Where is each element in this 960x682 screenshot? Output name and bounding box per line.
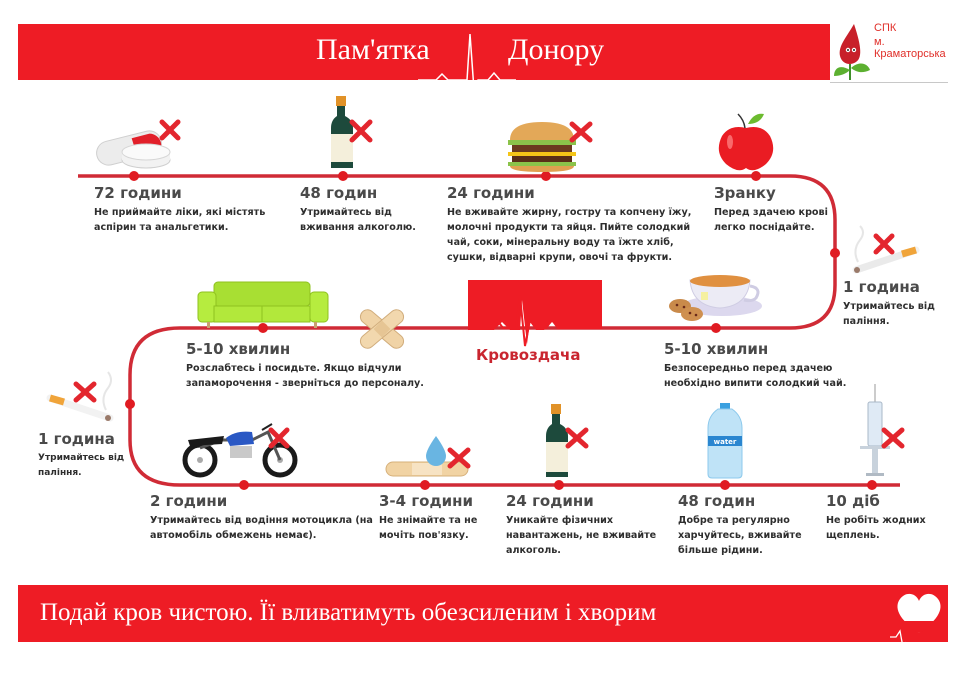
step-desc: Безпосередньо перед здачею необхідно вип… (664, 363, 847, 389)
forbidden-cross-icon (447, 447, 471, 469)
step-desc: Добре та регулярно харчуйтесь, вживайте … (678, 515, 802, 556)
step-title: 5-10 хвилин (664, 340, 769, 358)
donation-label: Кровоздача (476, 346, 581, 364)
syringe-icon (860, 384, 890, 476)
logo-line-2: м. Краматорська (874, 36, 946, 60)
forbidden-cross-icon (569, 121, 593, 143)
tea-cup-icon (669, 275, 762, 321)
svg-text:water: water (714, 438, 737, 446)
forbidden-cross-icon (873, 233, 895, 255)
step-48-hours: 48 годин Утримайтесь від вживання алкого… (300, 184, 440, 235)
page-title-left: Пам'ятка (316, 33, 430, 66)
step-title: Зранку (714, 184, 776, 202)
logo-line-1: СПК (874, 22, 897, 34)
step-10-days-after: 10 діб Не робіть жодних щеплень. (826, 492, 956, 543)
cigarette-icon (852, 225, 920, 274)
step-title: 3-4 години (379, 492, 473, 510)
heart-icon (890, 585, 948, 654)
step-desc: Розслабтесь і посидьте. Якщо відчули зап… (186, 363, 424, 389)
header-banner: Пам'ятка Донору (18, 24, 830, 91)
step-desc: Уникайте фізичних навантажень, не вживай… (506, 515, 657, 556)
forbidden-cross-icon (268, 427, 290, 449)
pills-icon (96, 130, 171, 169)
water-bottle-icon: water (707, 403, 743, 479)
bandage-water-icon (385, 436, 469, 477)
step-24-hours: 24 години Не вживайте жирну, гостру та к… (447, 184, 703, 265)
step-desc: Утримайтесь від водіння мотоцикла (на ав… (150, 515, 373, 541)
step-title: 48 годин (300, 184, 378, 202)
forbidden-cross-icon (349, 119, 373, 143)
footer-slogan: Подай кров чистою. Її вливатимуть обезси… (40, 599, 657, 626)
step-desc: Утримайтесь від паління. (843, 301, 935, 327)
forbidden-cross-icon (565, 427, 589, 449)
step-morning: Зранку Перед здачею крові легко поснідай… (714, 184, 832, 235)
step-desc: Не вживайте жирну, гостру та копчену їжу… (447, 207, 692, 263)
step-5-10-min-before: 5-10 хвилин Безпосередньо перед здачею н… (664, 340, 864, 391)
apple-icon (718, 113, 774, 171)
page-title-right: Донору (508, 33, 605, 66)
step-1-hour-before: 1 година Утримайтесь від паління. (843, 278, 953, 329)
timeline-path (78, 174, 900, 487)
burger-icon (508, 122, 576, 172)
step-title: 5-10 хвилин (186, 340, 291, 358)
step-5-10-min-after: 5-10 хвилин Розслабтесь і посидьте. Якщо… (186, 340, 436, 391)
pulse-line-icon (418, 33, 516, 91)
step-3-4-hours-after: 3-4 години Не знімайте та не мочіть пов'… (379, 492, 487, 543)
step-title: 48 годин (678, 492, 756, 510)
step-title: 72 години (94, 184, 182, 202)
step-desc: Утримайтесь від паління. (38, 453, 125, 478)
step-title: 1 година (843, 278, 920, 296)
forbidden-cross-icon (73, 381, 97, 403)
step-title: 1 година (38, 430, 115, 448)
blood-drop-flower-icon (834, 24, 870, 80)
step-72-hours: 72 години Не приймайте ліки, які містять… (94, 184, 294, 235)
crossed-plasters-icon (359, 309, 405, 349)
step-desc: Перед здачею крові легко поснідайте. (714, 207, 828, 233)
motorcycle-icon (182, 423, 298, 478)
step-1-hour-after: 1 година Утримайтесь від паління. (38, 430, 128, 481)
organization-logo: СПК м. Краматорська (830, 18, 948, 83)
wine-bottle-icon (546, 404, 568, 477)
step-title: 24 години (506, 492, 594, 510)
step-48-hours-after: 48 годин Добре та регулярно харчуйтесь, … (678, 492, 812, 558)
cigarette-icon (46, 371, 114, 422)
step-2-hours-after: 2 години Утримайтесь від водіння мотоцик… (150, 492, 378, 543)
step-24-hours-after: 24 години Уникайте фізичних навантажень,… (506, 492, 666, 558)
timeline-dots (125, 171, 877, 490)
sofa-icon (197, 281, 329, 328)
step-title: 24 години (447, 184, 535, 202)
step-desc: Не робіть жодних щеплень. (826, 515, 926, 541)
wine-bottle-icon (331, 96, 353, 168)
step-desc: Не знімайте та не мочіть пов'язку. (379, 515, 478, 541)
step-desc: Не приймайте ліки, які містять аспірин т… (94, 207, 266, 233)
step-desc: Утримайтесь від вживання алкоголю. (300, 207, 416, 233)
blood-bag-pulse-icon (468, 280, 602, 347)
footer-banner: Подай кров чистою. Її вливатимуть обезси… (18, 585, 890, 642)
step-title: 2 години (150, 492, 228, 510)
step-title: 10 діб (826, 492, 880, 510)
forbidden-cross-icon (159, 119, 181, 141)
forbidden-cross-icon (881, 427, 905, 449)
